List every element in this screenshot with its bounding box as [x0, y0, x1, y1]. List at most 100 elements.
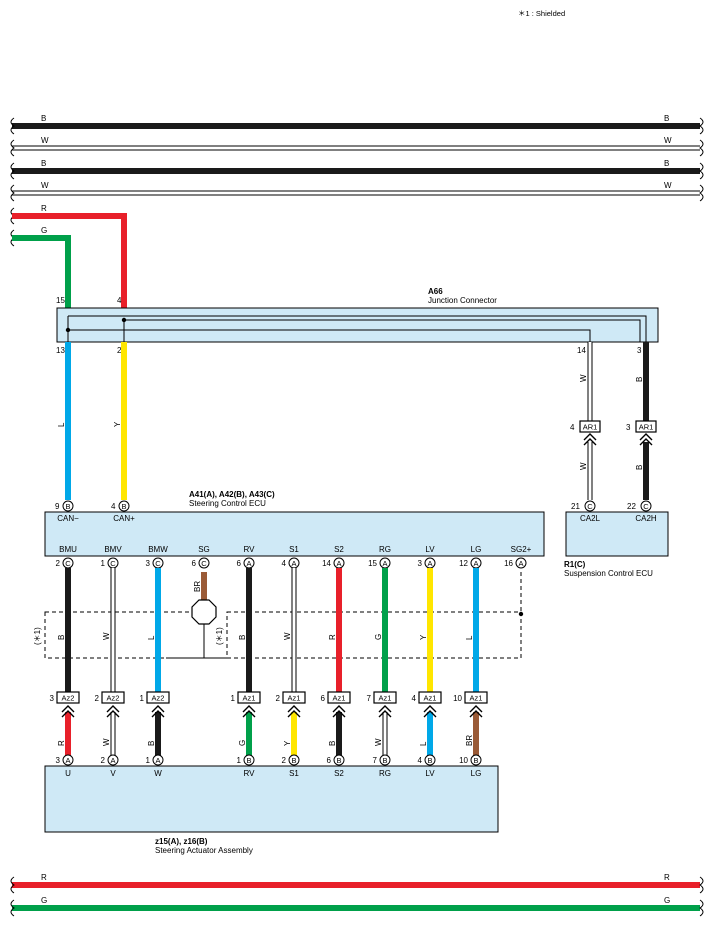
- upper-wire-color-2: L: [147, 635, 156, 640]
- bus-label-right-1: B: [664, 114, 669, 123]
- upper-wire-color-1: W: [102, 632, 111, 640]
- act-term-circle-5: [333, 754, 345, 766]
- inline-conn-arrow-4: [287, 705, 301, 718]
- can-low-term: CAN−: [57, 514, 79, 523]
- sus-term-2-pin: 22: [627, 502, 636, 511]
- bus-label-left-4: W: [41, 181, 49, 190]
- act-term-circle-7: [424, 754, 436, 766]
- suspension-can-wires: AR1 AR1 4 3 W B W B: [570, 342, 657, 500]
- inline-conn-pin-2: 1: [140, 694, 145, 703]
- junction-pin-4: 4: [117, 296, 122, 305]
- inline-conn-box-0: [56, 691, 80, 704]
- upper-wire-color-7: Y: [419, 634, 428, 640]
- act-term-pin-5: 6: [327, 756, 332, 765]
- act-term-circle-0: [62, 754, 74, 766]
- lower-wire-color-1: W: [102, 738, 111, 746]
- inline-conn-arrow-8: [469, 705, 483, 718]
- junction-pin-14: 14: [577, 346, 586, 355]
- junction-pin-3: 3: [637, 346, 642, 355]
- ecu-term-pin-2: 3: [146, 559, 151, 568]
- steering-control-ecu: A41(A), A42(B), A43(C) Steering Control …: [44, 490, 545, 569]
- inline-conn-box-3: [237, 691, 261, 704]
- inline-conn-box-8: [464, 691, 488, 704]
- act-term-conn-4: B: [291, 756, 296, 765]
- inline-conn-label-7: Az1: [424, 694, 437, 703]
- junction-pin-13: 13: [56, 346, 65, 355]
- ecu-term-conn-6: A: [336, 559, 341, 568]
- inline-conn-label-4: Az1: [288, 694, 301, 703]
- inline-conn-arrow-1: [106, 705, 120, 718]
- sus-low-wire-color-lower: W: [579, 462, 588, 470]
- ecu-term-pin-10: 16: [504, 559, 513, 568]
- ecu-term-pin-6: 14: [322, 559, 331, 568]
- suspension-ecu-name: Suspension Control ECU: [564, 569, 653, 578]
- suspension-ecu-code: R1(C): [564, 560, 586, 569]
- steering-ecu-name: Steering Control ECU: [189, 499, 266, 508]
- ecu-term-label-7: RG: [379, 545, 391, 554]
- inline-conn-pin-0: 3: [50, 694, 55, 703]
- sus-term-2-conn: C: [643, 502, 649, 511]
- shield-mark-2: (＊1): [215, 627, 224, 645]
- can-high-conn: B: [121, 502, 126, 511]
- inline-conn-box-5: [327, 691, 351, 704]
- act-term-pin-4: 2: [282, 756, 287, 765]
- inline-conn-label-5: Az1: [333, 694, 346, 703]
- junction-connector-a66: A66 Junction Connector 15 4 13 2 14 3: [56, 287, 659, 355]
- inline-conn-arrow-0: [61, 705, 75, 718]
- inline-conn-label-1: Az2: [107, 694, 120, 703]
- bus-label-right-2: W: [664, 136, 672, 145]
- inline-conn-label-6: Az1: [379, 694, 392, 703]
- act-term-label-5: S2: [334, 769, 344, 778]
- act-term-label-4: S1: [289, 769, 299, 778]
- ecu-term-label-3: SG: [198, 545, 210, 554]
- lower-wire-color-8: BR: [465, 735, 474, 746]
- ecu-term-conn-5: A: [291, 559, 296, 568]
- g-wire-label: G: [41, 226, 47, 235]
- act-term-conn-2: A: [155, 756, 160, 765]
- steering-ecu-code: A41(A), A42(B), A43(C): [189, 490, 275, 499]
- ecu-term-pin-1: 1: [101, 559, 106, 568]
- ecu-term-conn-0: C: [65, 559, 71, 568]
- upper-wire-color-4: W: [283, 632, 292, 640]
- ecu-term-label-6: S2: [334, 545, 344, 554]
- ecu-term-conn-10: A: [518, 559, 523, 568]
- junction-pin-15: 15: [56, 296, 65, 305]
- junction-code: A66: [428, 287, 443, 296]
- ecu-term-conn-8: A: [427, 559, 432, 568]
- act-term-pin-3: 1: [237, 756, 242, 765]
- lower-wire-color-7: L: [419, 741, 428, 746]
- lower-wire-color-6: W: [374, 738, 383, 746]
- upper-wire-color-3: B: [238, 635, 247, 640]
- ecu-term-conn-7: A: [382, 559, 387, 568]
- suspension-control-ecu: C 21 CA2L C 22 CA2H R1(C) Suspension Con…: [564, 500, 669, 578]
- shielded-note: ＊1 : Shielded: [518, 9, 565, 18]
- inline-conn-arrow-6: [378, 705, 392, 718]
- ecu-term-conn-4: A: [246, 559, 251, 568]
- inline-conn-label-8: Az1: [470, 694, 483, 703]
- inline-conn-pin-4: 2: [276, 694, 281, 703]
- sus-term-2-label: CA2H: [635, 514, 657, 523]
- ecu-term-circle-3: [198, 557, 210, 569]
- act-term-label-8: LG: [471, 769, 482, 778]
- upper-wire-color-6: G: [374, 634, 383, 640]
- upper-wire-color-5: R: [328, 634, 337, 640]
- act-term-label-0: U: [65, 769, 71, 778]
- can-low-pin: 9: [55, 502, 60, 511]
- sus-term-1-label: CA2L: [580, 514, 601, 523]
- ecu-term-conn-3: C: [201, 559, 207, 568]
- act-term-conn-8: B: [473, 756, 478, 765]
- ecu-term-label-1: BMV: [104, 545, 122, 554]
- act-term-circle-3: [243, 754, 255, 766]
- bus-label-left-3: B: [41, 159, 46, 168]
- upper-wire-color-8: L: [465, 635, 474, 640]
- ecu-term-pin-5: 4: [282, 559, 287, 568]
- inline-conn-label-3: Az1: [243, 694, 256, 703]
- lower-wire-color-5: B: [328, 741, 337, 746]
- bottom-g-left: G: [41, 896, 47, 905]
- inline-conn-pin-6: 7: [367, 694, 372, 703]
- inline-conn-pin-1: 2: [95, 694, 100, 703]
- ecu-term-label-10: SG2+: [511, 545, 532, 554]
- sus-high-wire-color-upper: B: [635, 377, 644, 382]
- ecu-term-conn-9: A: [473, 559, 478, 568]
